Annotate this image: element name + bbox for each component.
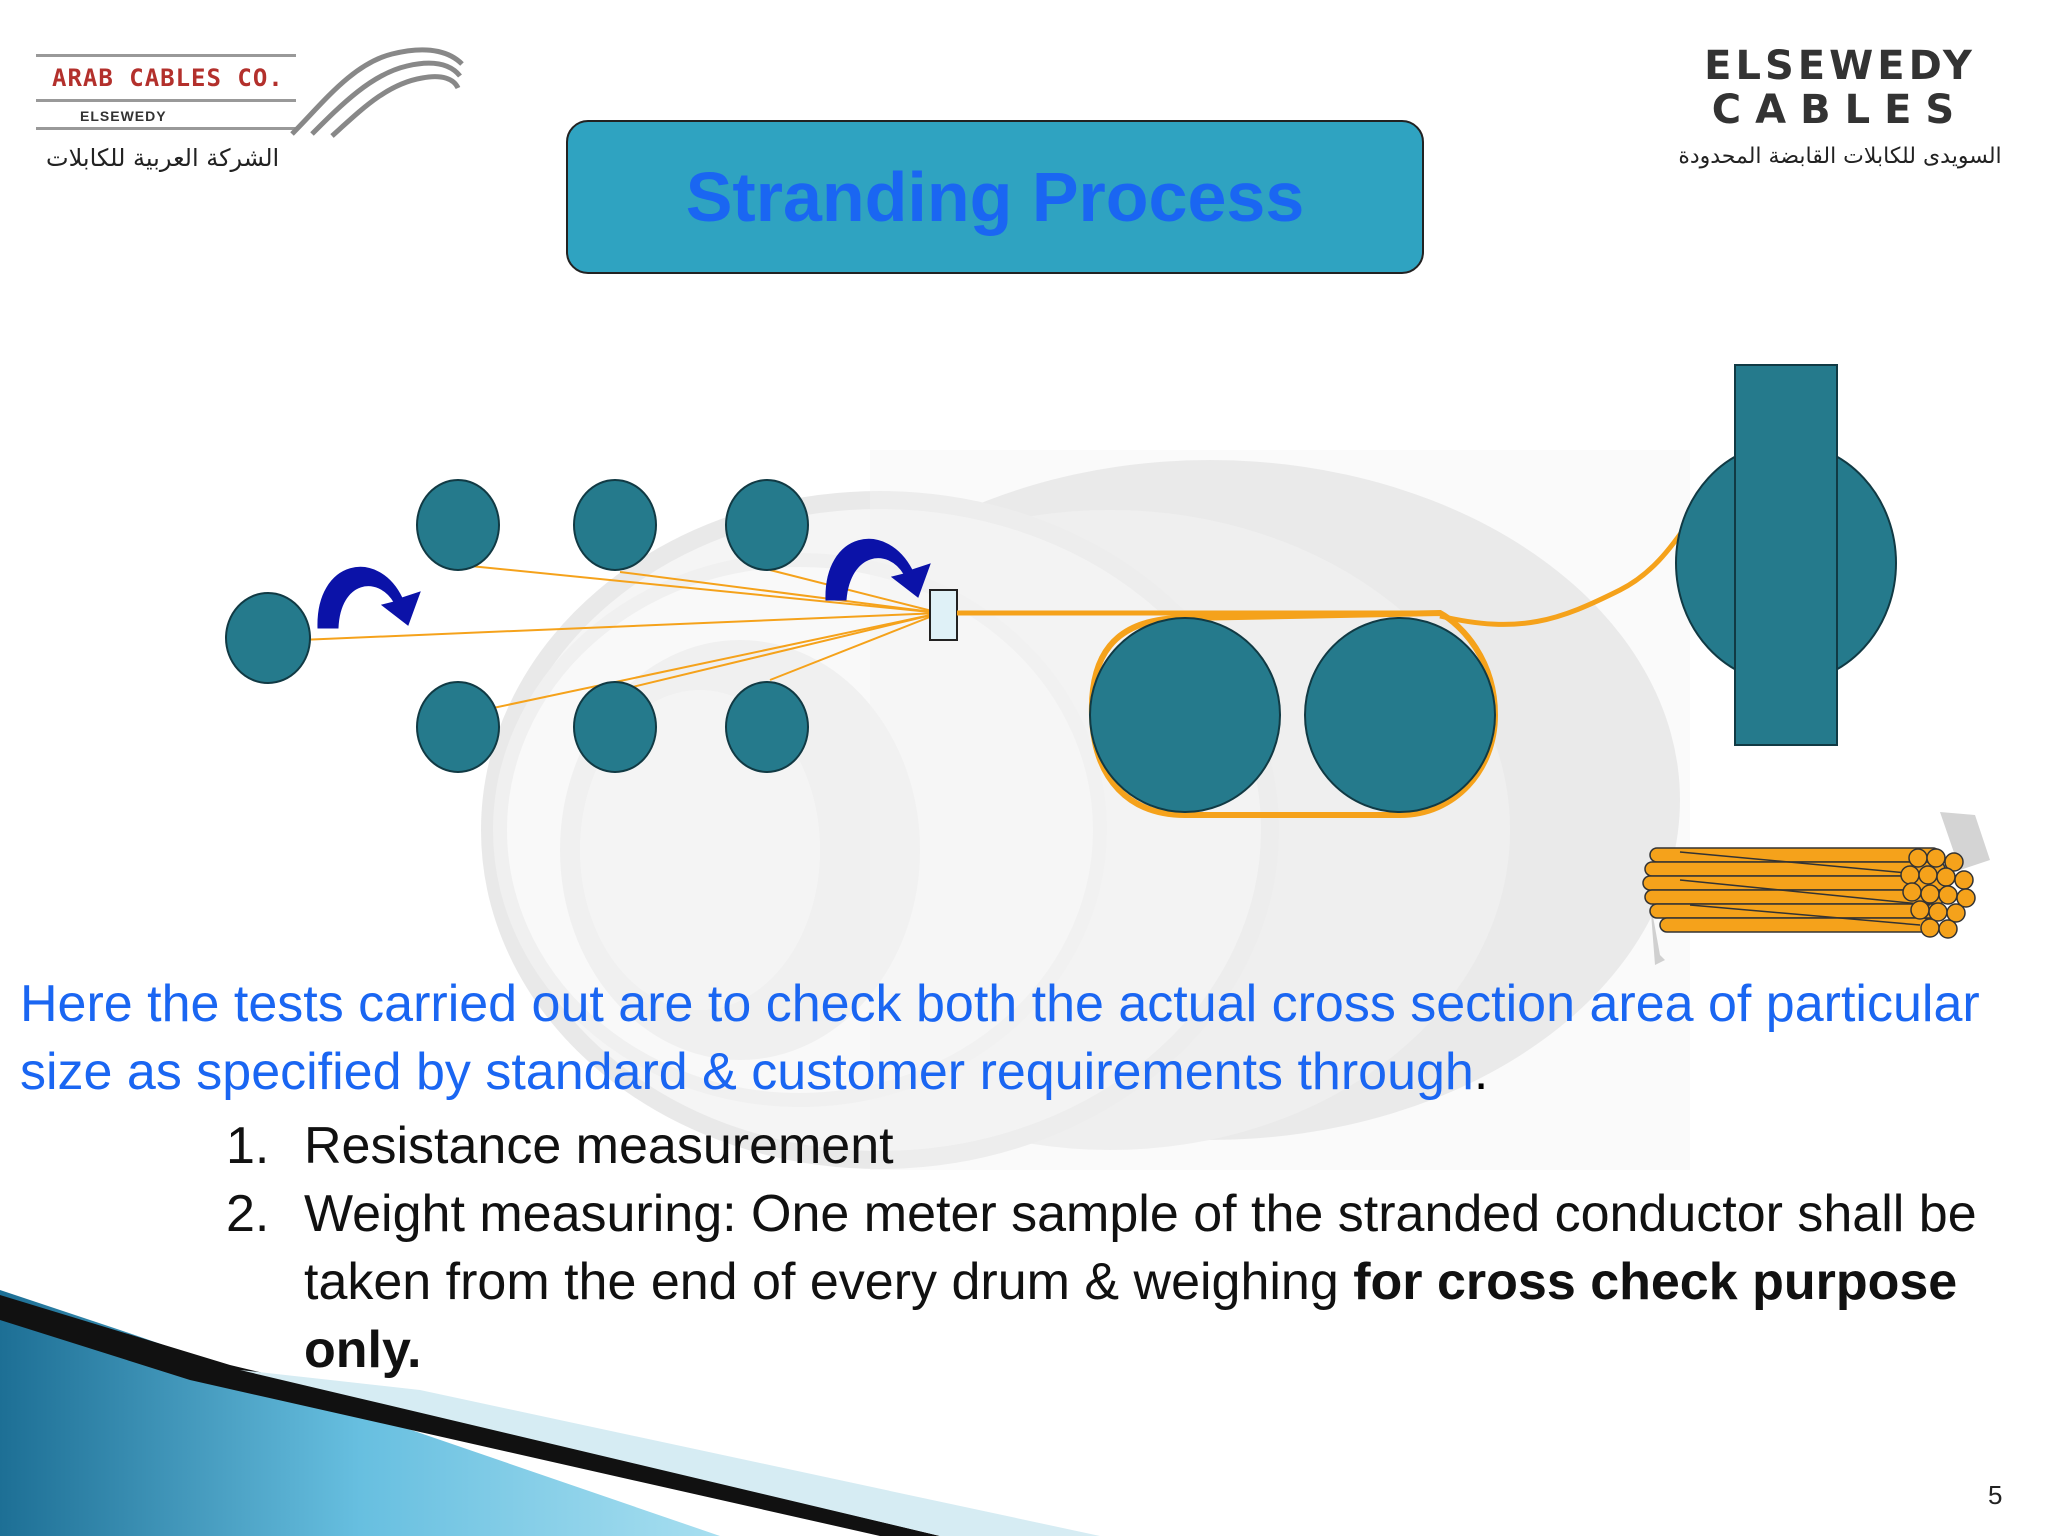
title-box: Stranding Process bbox=[566, 120, 1424, 274]
intro-period: . bbox=[1473, 1043, 1489, 1101]
wires bbox=[299, 564, 941, 716]
elsewedy-cables-logo: ELSEWEDY CABLES السويدى للكابلات القابضة… bbox=[1660, 44, 2020, 204]
elsewedy-logo-line2: CABLES bbox=[1711, 87, 1969, 133]
capstan bbox=[1088, 609, 1499, 818]
capstan-wheel bbox=[1304, 617, 1496, 813]
capstan-wheel bbox=[1089, 617, 1281, 813]
arab-cables-swoosh-icon bbox=[290, 47, 464, 138]
takeup-drum bbox=[1675, 364, 1897, 746]
arab-cables-name-box: ARAB CABLES CO. bbox=[36, 54, 296, 102]
bobbin bbox=[573, 479, 657, 571]
bottom-sweep-light bbox=[240, 1370, 1100, 1536]
cable-watermark bbox=[481, 450, 1690, 1170]
list-number: 2. bbox=[226, 1185, 270, 1243]
list-item-text: Weight measuring: One meter sample of th… bbox=[304, 1185, 1977, 1379]
test-list: 1. Resistance measurement 2. Weight meas… bbox=[226, 1112, 2006, 1384]
list-item: 2. Weight measuring: One meter sample of… bbox=[226, 1180, 2006, 1384]
bobbin bbox=[725, 681, 809, 773]
page-number: 5 bbox=[1988, 1480, 2003, 1510]
bobbin bbox=[416, 681, 500, 773]
supply-bobbins bbox=[225, 479, 809, 773]
list-item-text: Resistance measurement bbox=[304, 1117, 894, 1175]
page-title: Stranding Process bbox=[685, 158, 1305, 236]
intro-text: Here the tests carried out are to check … bbox=[20, 975, 1980, 1101]
list-number: 1. bbox=[226, 1117, 270, 1175]
elsewedy-logo-line1: ELSEWEDY bbox=[1704, 43, 1976, 89]
rotation-arrow-icon bbox=[825, 538, 931, 601]
rotation-arrow-icon bbox=[317, 566, 421, 629]
bobbin bbox=[416, 479, 500, 571]
arab-cables-name: ARAB CABLES CO. bbox=[52, 64, 284, 92]
bobbin bbox=[573, 681, 657, 773]
list-item: 1. Resistance measurement bbox=[226, 1112, 2006, 1180]
arab-cables-sub: ELSEWEDY bbox=[36, 102, 296, 130]
list-item-bold-text: for cross check purpose only. bbox=[304, 1253, 1958, 1379]
arab-cables-logo: ARAB CABLES CO. ELSEWEDY الشركة العربية … bbox=[32, 44, 464, 194]
elsewedy-logo-arabic: السويدى للكابلات القابضة المحدودة bbox=[1678, 144, 2002, 169]
takeup-conductor bbox=[1439, 518, 1693, 627]
intro-paragraph: Here the tests carried out are to check … bbox=[20, 970, 2010, 1106]
closing-die bbox=[929, 589, 958, 641]
bobbin bbox=[725, 479, 809, 571]
rotation-arrows bbox=[317, 538, 931, 629]
arab-cables-arabic: الشركة العربية للكابلات bbox=[46, 144, 280, 172]
bobbin bbox=[225, 592, 311, 684]
stranded-conductor-picture bbox=[1642, 812, 1990, 965]
